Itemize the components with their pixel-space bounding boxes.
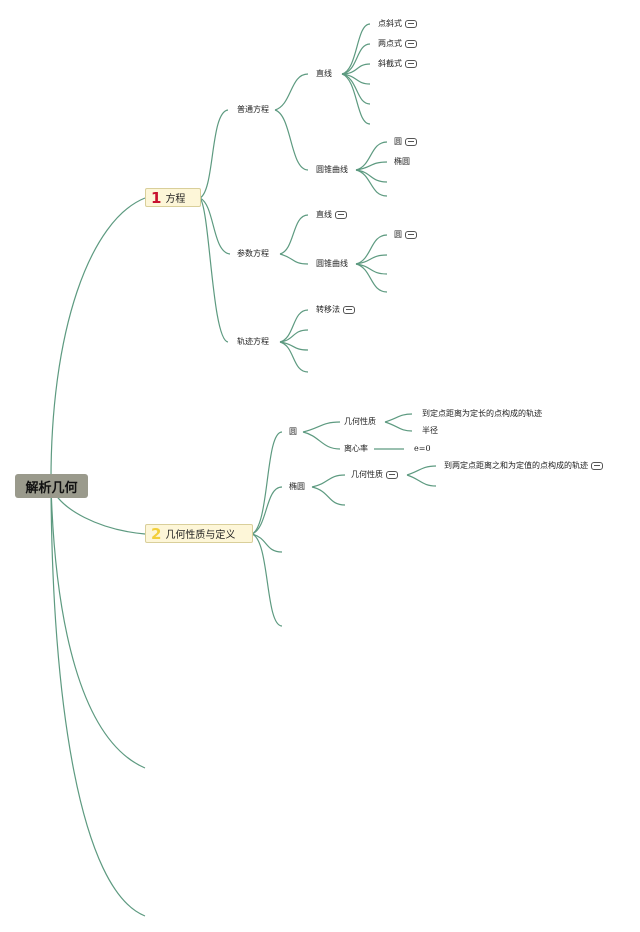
node-parametric-equation[interactable]: 参数方程 bbox=[237, 249, 269, 258]
topic-label: 方程 bbox=[165, 194, 186, 205]
node-label: 几何性质 bbox=[351, 470, 383, 479]
node-label: 两点式 bbox=[378, 39, 402, 48]
node-label: 直线 bbox=[316, 210, 332, 219]
node-ellipse-def[interactable]: 椭圆 bbox=[289, 482, 305, 491]
link-icon[interactable] bbox=[405, 230, 417, 239]
node-radius[interactable]: 半径 bbox=[422, 426, 438, 435]
node-ellipse-definition[interactable]: 到两定点距离之和为定值的点构成的轨迹 bbox=[444, 461, 603, 471]
link-icon[interactable] bbox=[405, 19, 417, 28]
link-icon[interactable] bbox=[335, 210, 347, 219]
node-eccentricity-value[interactable]: e=0 bbox=[414, 444, 431, 453]
link-icon[interactable] bbox=[343, 305, 355, 314]
node-label: 转移法 bbox=[316, 305, 340, 314]
node-two-point[interactable]: 两点式 bbox=[378, 39, 417, 49]
node-general-equation[interactable]: 普通方程 bbox=[237, 105, 269, 114]
node-label: 到两定点距离之和为定值的点构成的轨迹 bbox=[444, 461, 588, 470]
node-label: 点斜式 bbox=[378, 19, 402, 28]
node-transfer-method[interactable]: 转移法 bbox=[316, 305, 355, 315]
node-ellipse-geometry[interactable]: 几何性质 bbox=[351, 470, 398, 480]
link-icon[interactable] bbox=[405, 39, 417, 48]
node-parametric-conic[interactable]: 圆锥曲线 bbox=[316, 259, 348, 268]
link-icon[interactable] bbox=[405, 59, 417, 68]
node-circle[interactable]: 圆 bbox=[394, 137, 417, 147]
link-icon[interactable] bbox=[591, 461, 603, 470]
node-eccentricity[interactable]: 离心率 bbox=[344, 444, 368, 453]
topic-equations[interactable]: 1 方程 bbox=[145, 188, 201, 207]
node-locus-equation[interactable]: 轨迹方程 bbox=[237, 337, 269, 346]
node-circle-definition[interactable]: 到定点距离为定长的点构成的轨迹 bbox=[422, 409, 542, 418]
node-point-slope[interactable]: 点斜式 bbox=[378, 19, 417, 29]
node-label: 斜截式 bbox=[378, 59, 402, 68]
link-icon[interactable] bbox=[405, 137, 417, 146]
node-label: 圆 bbox=[394, 137, 402, 146]
topic-label: 几何性质与定义 bbox=[165, 530, 236, 541]
node-circle-def[interactable]: 圆 bbox=[289, 427, 297, 436]
topic-properties[interactable]: 2 几何性质与定义 bbox=[145, 524, 253, 543]
node-line[interactable]: 直线 bbox=[316, 69, 332, 78]
topic-number-badge: 2 bbox=[151, 524, 162, 543]
node-circle-geometry[interactable]: 几何性质 bbox=[344, 417, 376, 426]
node-slope-intercept[interactable]: 斜截式 bbox=[378, 59, 417, 69]
node-parametric-line[interactable]: 直线 bbox=[316, 210, 347, 220]
link-icon[interactable] bbox=[386, 470, 398, 479]
node-conic[interactable]: 圆锥曲线 bbox=[316, 165, 348, 174]
root-label: 解析几何 bbox=[25, 480, 78, 496]
topic-number-badge: 1 bbox=[151, 188, 162, 207]
node-parametric-circle[interactable]: 圆 bbox=[394, 230, 417, 240]
node-label: 圆 bbox=[394, 230, 402, 239]
node-ellipse[interactable]: 椭圆 bbox=[394, 157, 410, 166]
root-topic[interactable]: 解析几何 bbox=[15, 474, 88, 498]
